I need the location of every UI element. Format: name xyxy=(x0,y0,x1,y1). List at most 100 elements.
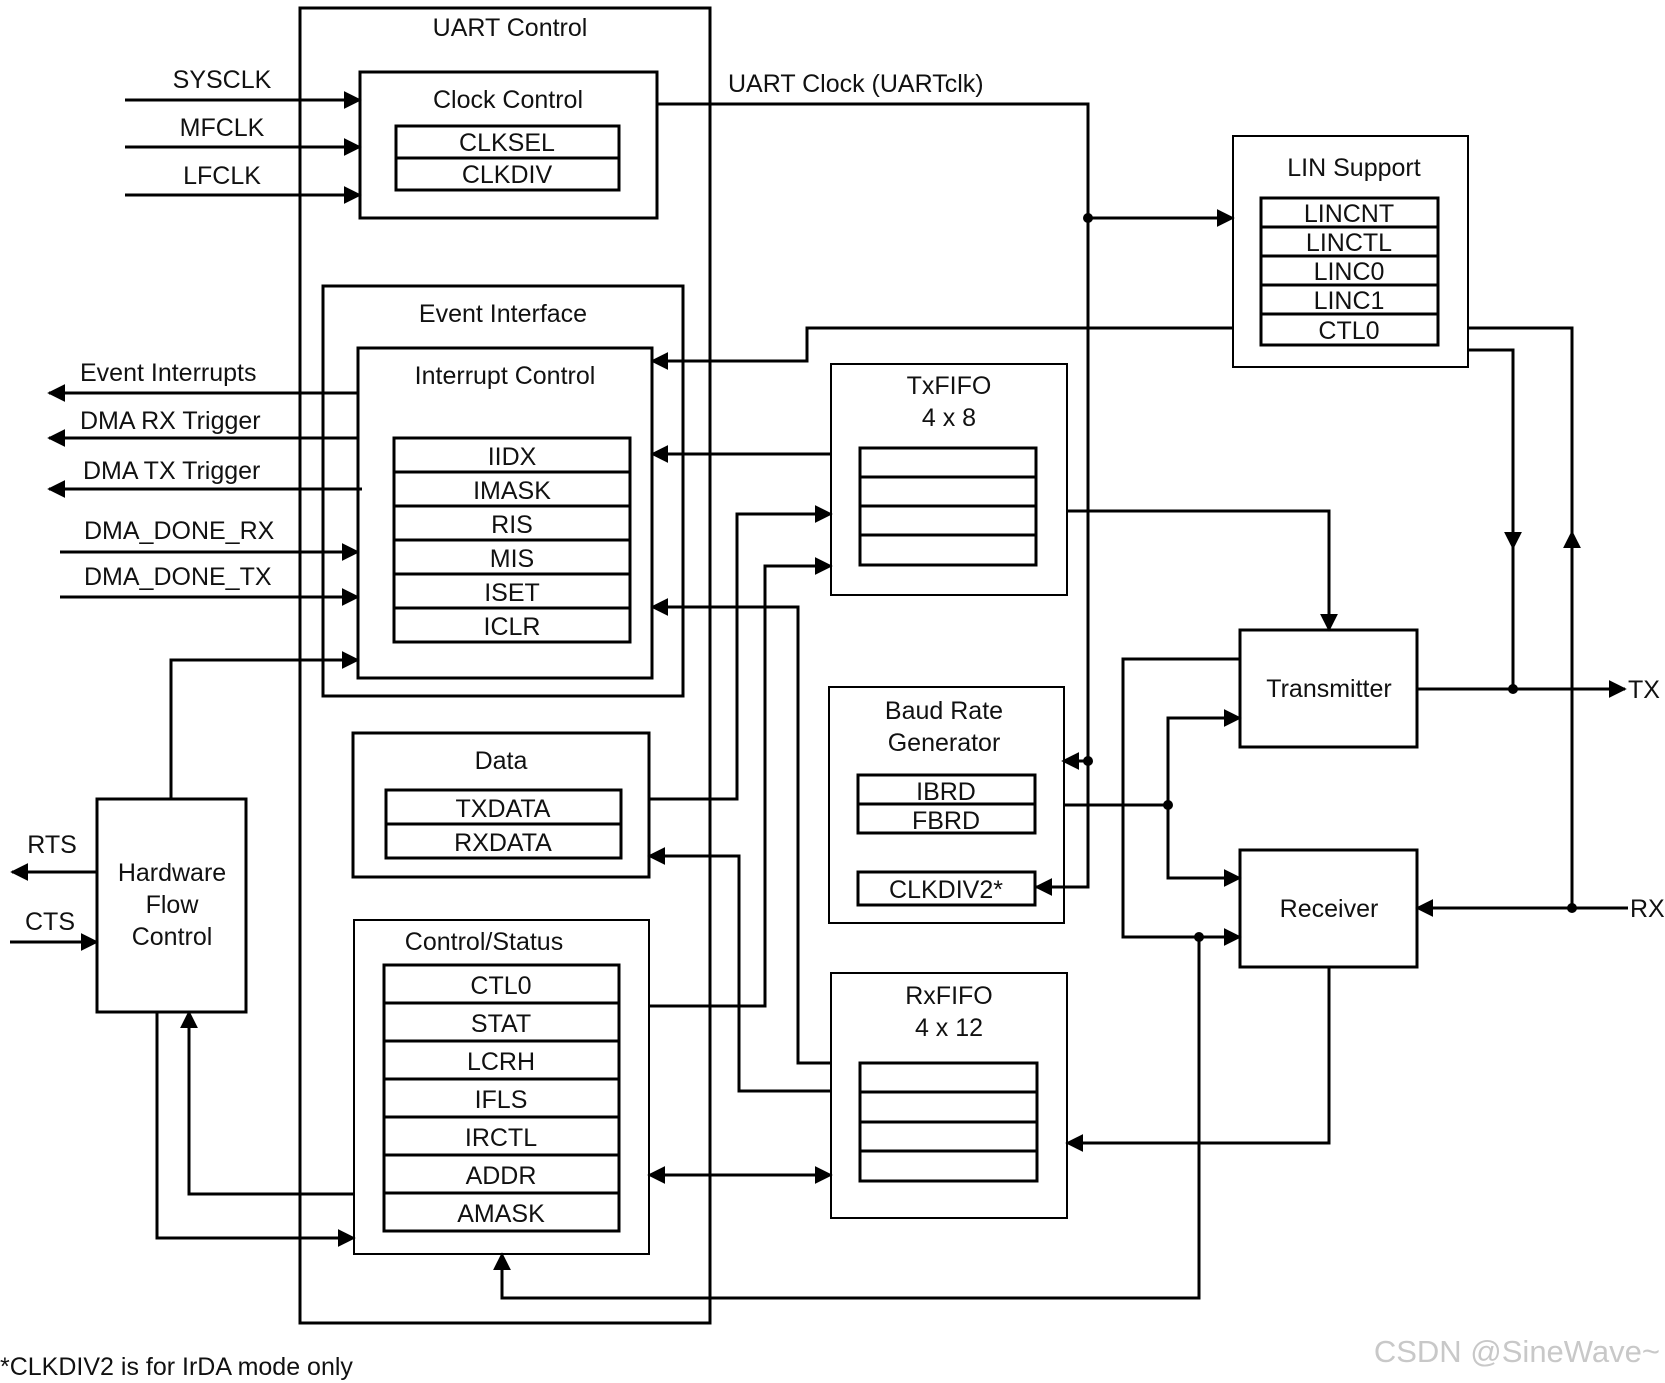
amask-label: AMASK xyxy=(457,1200,545,1228)
lin-support-box xyxy=(1232,135,1469,368)
txfifo-slot xyxy=(858,504,1038,537)
event-interface-box xyxy=(321,284,685,698)
control-to-hfc-wire xyxy=(180,1010,354,1196)
txdata-register xyxy=(384,788,623,826)
clkdiv2-label: CLKDIV2* xyxy=(889,876,1003,904)
brg-title-line2: Generator xyxy=(888,729,1001,757)
dma-rx-trigger-label: DMA RX Trigger xyxy=(80,407,261,435)
control-to-txfifo-wire xyxy=(649,557,833,1008)
dma-done-tx-label: DMA_DONE_TX xyxy=(84,563,272,591)
mis-register xyxy=(392,538,632,576)
linc0-label: LINC0 xyxy=(1314,258,1385,286)
receiver-to-control-wire xyxy=(493,937,1201,1300)
rx-to-lin-top-wire xyxy=(1468,326,1574,532)
junction-dot xyxy=(1567,903,1577,913)
dma-done-rx-label: DMA_DONE_RX xyxy=(84,517,275,545)
iidx-label: IIDX xyxy=(488,443,537,471)
mfclk-label: MFCLK xyxy=(180,114,265,142)
lincnt-label: LINCNT xyxy=(1304,200,1394,228)
addr-label: ADDR xyxy=(466,1162,537,1190)
lin-ctl0-label: CTL0 xyxy=(1318,317,1379,345)
iclr-register xyxy=(392,606,632,644)
dma-tx-trigger-label: DMA TX Trigger xyxy=(83,457,260,485)
brg-title-line1: Baud Rate xyxy=(885,697,1003,725)
uart-clock-wire xyxy=(657,102,1090,896)
clkdiv2-register xyxy=(856,870,1037,907)
clock-control-title: Clock Control xyxy=(433,86,583,114)
hfc-to-control-wire xyxy=(155,1012,356,1247)
footnote: *CLKDIV2 is for IrDA mode only xyxy=(0,1353,353,1381)
receiver-label: Receiver xyxy=(1280,895,1379,923)
rxdata-label: RXDATA xyxy=(454,829,552,857)
rx-pin-label: RX xyxy=(1630,895,1665,923)
tx-pin-label: TX xyxy=(1628,676,1660,704)
event-interrupts-label: Event Interrupts xyxy=(80,359,256,387)
junction-dot xyxy=(1083,756,1093,766)
uart-control-title: UART Control xyxy=(433,14,588,42)
rxfifo-box xyxy=(830,972,1068,1219)
txfifo-to-transmitter-wire xyxy=(1067,509,1338,632)
ifls-register xyxy=(382,1077,621,1119)
uart-clock-label: UART Clock (UARTclk) xyxy=(728,70,984,98)
cts-label: CTS xyxy=(25,908,75,936)
lin-ctl0-register xyxy=(1259,312,1440,347)
amask-register xyxy=(382,1191,621,1233)
lin-support-title: LIN Support xyxy=(1287,154,1420,182)
linc1-label: LINC1 xyxy=(1314,287,1385,315)
linctl-register xyxy=(1259,225,1440,258)
irctl-label: IRCTL xyxy=(465,1124,537,1152)
rxfifo-size: 4 x 12 xyxy=(915,1014,983,1042)
lcrh-label: LCRH xyxy=(467,1048,535,1076)
fbrd-register xyxy=(856,802,1037,835)
txfifo-slot xyxy=(858,446,1038,479)
hfc-line3: Control xyxy=(132,923,213,951)
rxfifo-slot xyxy=(858,1090,1039,1124)
rxfifo-to-data-wire xyxy=(647,847,831,1093)
ibrd-register xyxy=(856,773,1037,806)
txfifo-slot xyxy=(858,475,1038,508)
clksel-label: CLKSEL xyxy=(459,129,555,157)
txfifo-slot xyxy=(858,533,1038,567)
lin-to-tx-wire xyxy=(1468,348,1522,550)
sysclk-label: SYSCLK xyxy=(173,66,272,94)
clkdiv-label: CLKDIV xyxy=(462,161,553,189)
txfifo-box xyxy=(830,363,1068,596)
clkdiv-register xyxy=(394,156,621,192)
junction-dot xyxy=(1083,213,1093,223)
irctl-register xyxy=(382,1115,621,1157)
linc0-register xyxy=(1259,254,1440,287)
rxfifo-to-interrupt-wire xyxy=(650,598,831,1065)
data-to-txfifo-wire xyxy=(649,505,833,801)
stat-label: STAT xyxy=(471,1010,531,1038)
interrupt-control-box xyxy=(356,346,654,680)
ctl0-label: CTL0 xyxy=(470,972,531,1000)
imask-label: IMASK xyxy=(473,477,551,505)
hfc-to-interrupt-wire xyxy=(169,651,360,799)
watermark: CSDN @SineWave~ xyxy=(1374,1334,1660,1369)
ris-label: RIS xyxy=(491,511,533,539)
imask-register xyxy=(392,470,632,508)
brg-to-transmitter-wire xyxy=(1166,709,1242,805)
transmitter-loopback-wire xyxy=(1121,657,1242,946)
linc1-register xyxy=(1259,283,1440,316)
event-interface-title: Event Interface xyxy=(419,300,587,328)
rts-label: RTS xyxy=(27,831,77,859)
lin-to-interrupt-wire xyxy=(650,326,1233,370)
interrupt-control-title: Interrupt Control xyxy=(415,362,596,390)
rxfifo-slot xyxy=(858,1120,1039,1153)
ris-register xyxy=(392,504,632,542)
rxfifo-slot xyxy=(858,1149,1039,1183)
clksel-register xyxy=(394,124,621,160)
ifls-label: IFLS xyxy=(475,1086,528,1114)
ibrd-label: IBRD xyxy=(916,778,976,806)
iset-register xyxy=(392,572,632,610)
transmitter-label: Transmitter xyxy=(1266,675,1391,703)
mis-label: MIS xyxy=(490,545,534,573)
iclr-label: ICLR xyxy=(484,613,541,641)
rxdata-register xyxy=(384,822,623,860)
data-box xyxy=(351,731,651,879)
hfc-line2: Flow xyxy=(146,891,200,919)
brg-to-receiver-wire xyxy=(1166,805,1242,887)
uart-control-box xyxy=(298,6,712,1325)
